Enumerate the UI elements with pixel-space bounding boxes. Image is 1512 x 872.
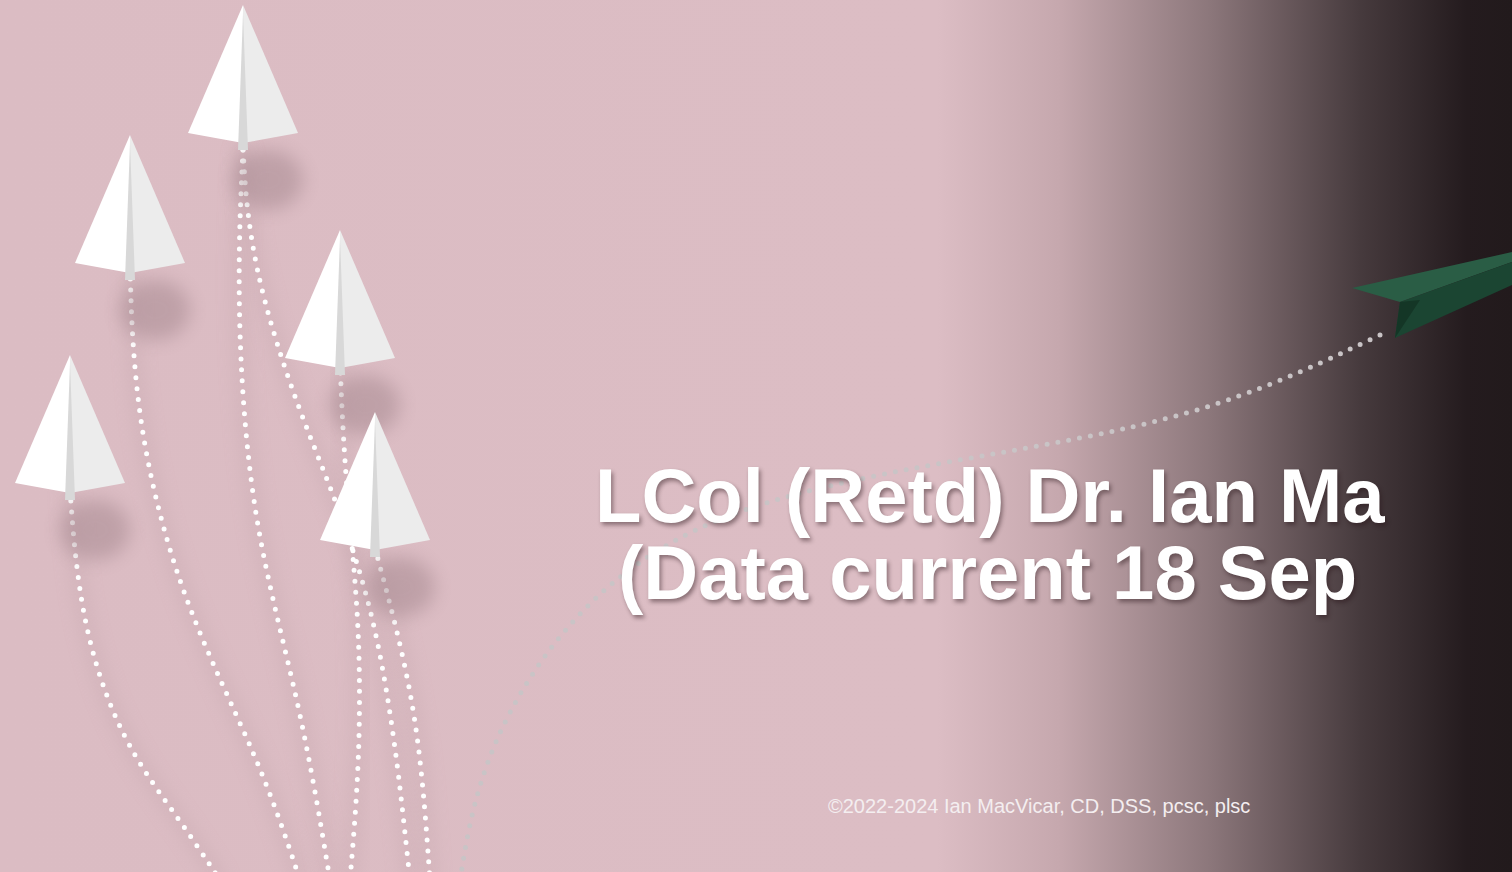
copyright-note: ©2022-2024 Ian MacVicar, CD, DSS, pcsc, … <box>828 796 1250 816</box>
dotted-trail <box>239 150 330 872</box>
paper-plane <box>285 230 400 435</box>
date-subtitle: (Data current 18 Sep <box>618 535 1357 611</box>
paper-plane <box>188 5 303 210</box>
paper-planes <box>15 5 1512 617</box>
paper-plane <box>15 355 130 560</box>
trail-shadow <box>340 362 359 872</box>
paper-plane <box>320 412 435 617</box>
paper-plane <box>75 135 190 340</box>
dotted-trail <box>130 268 300 872</box>
presenter-title: LCol (Retd) Dr. Ian Ma <box>595 458 1385 534</box>
green-paper-plane <box>1352 252 1512 338</box>
dotted-trail <box>460 335 1380 872</box>
dotted-trail <box>340 362 359 872</box>
